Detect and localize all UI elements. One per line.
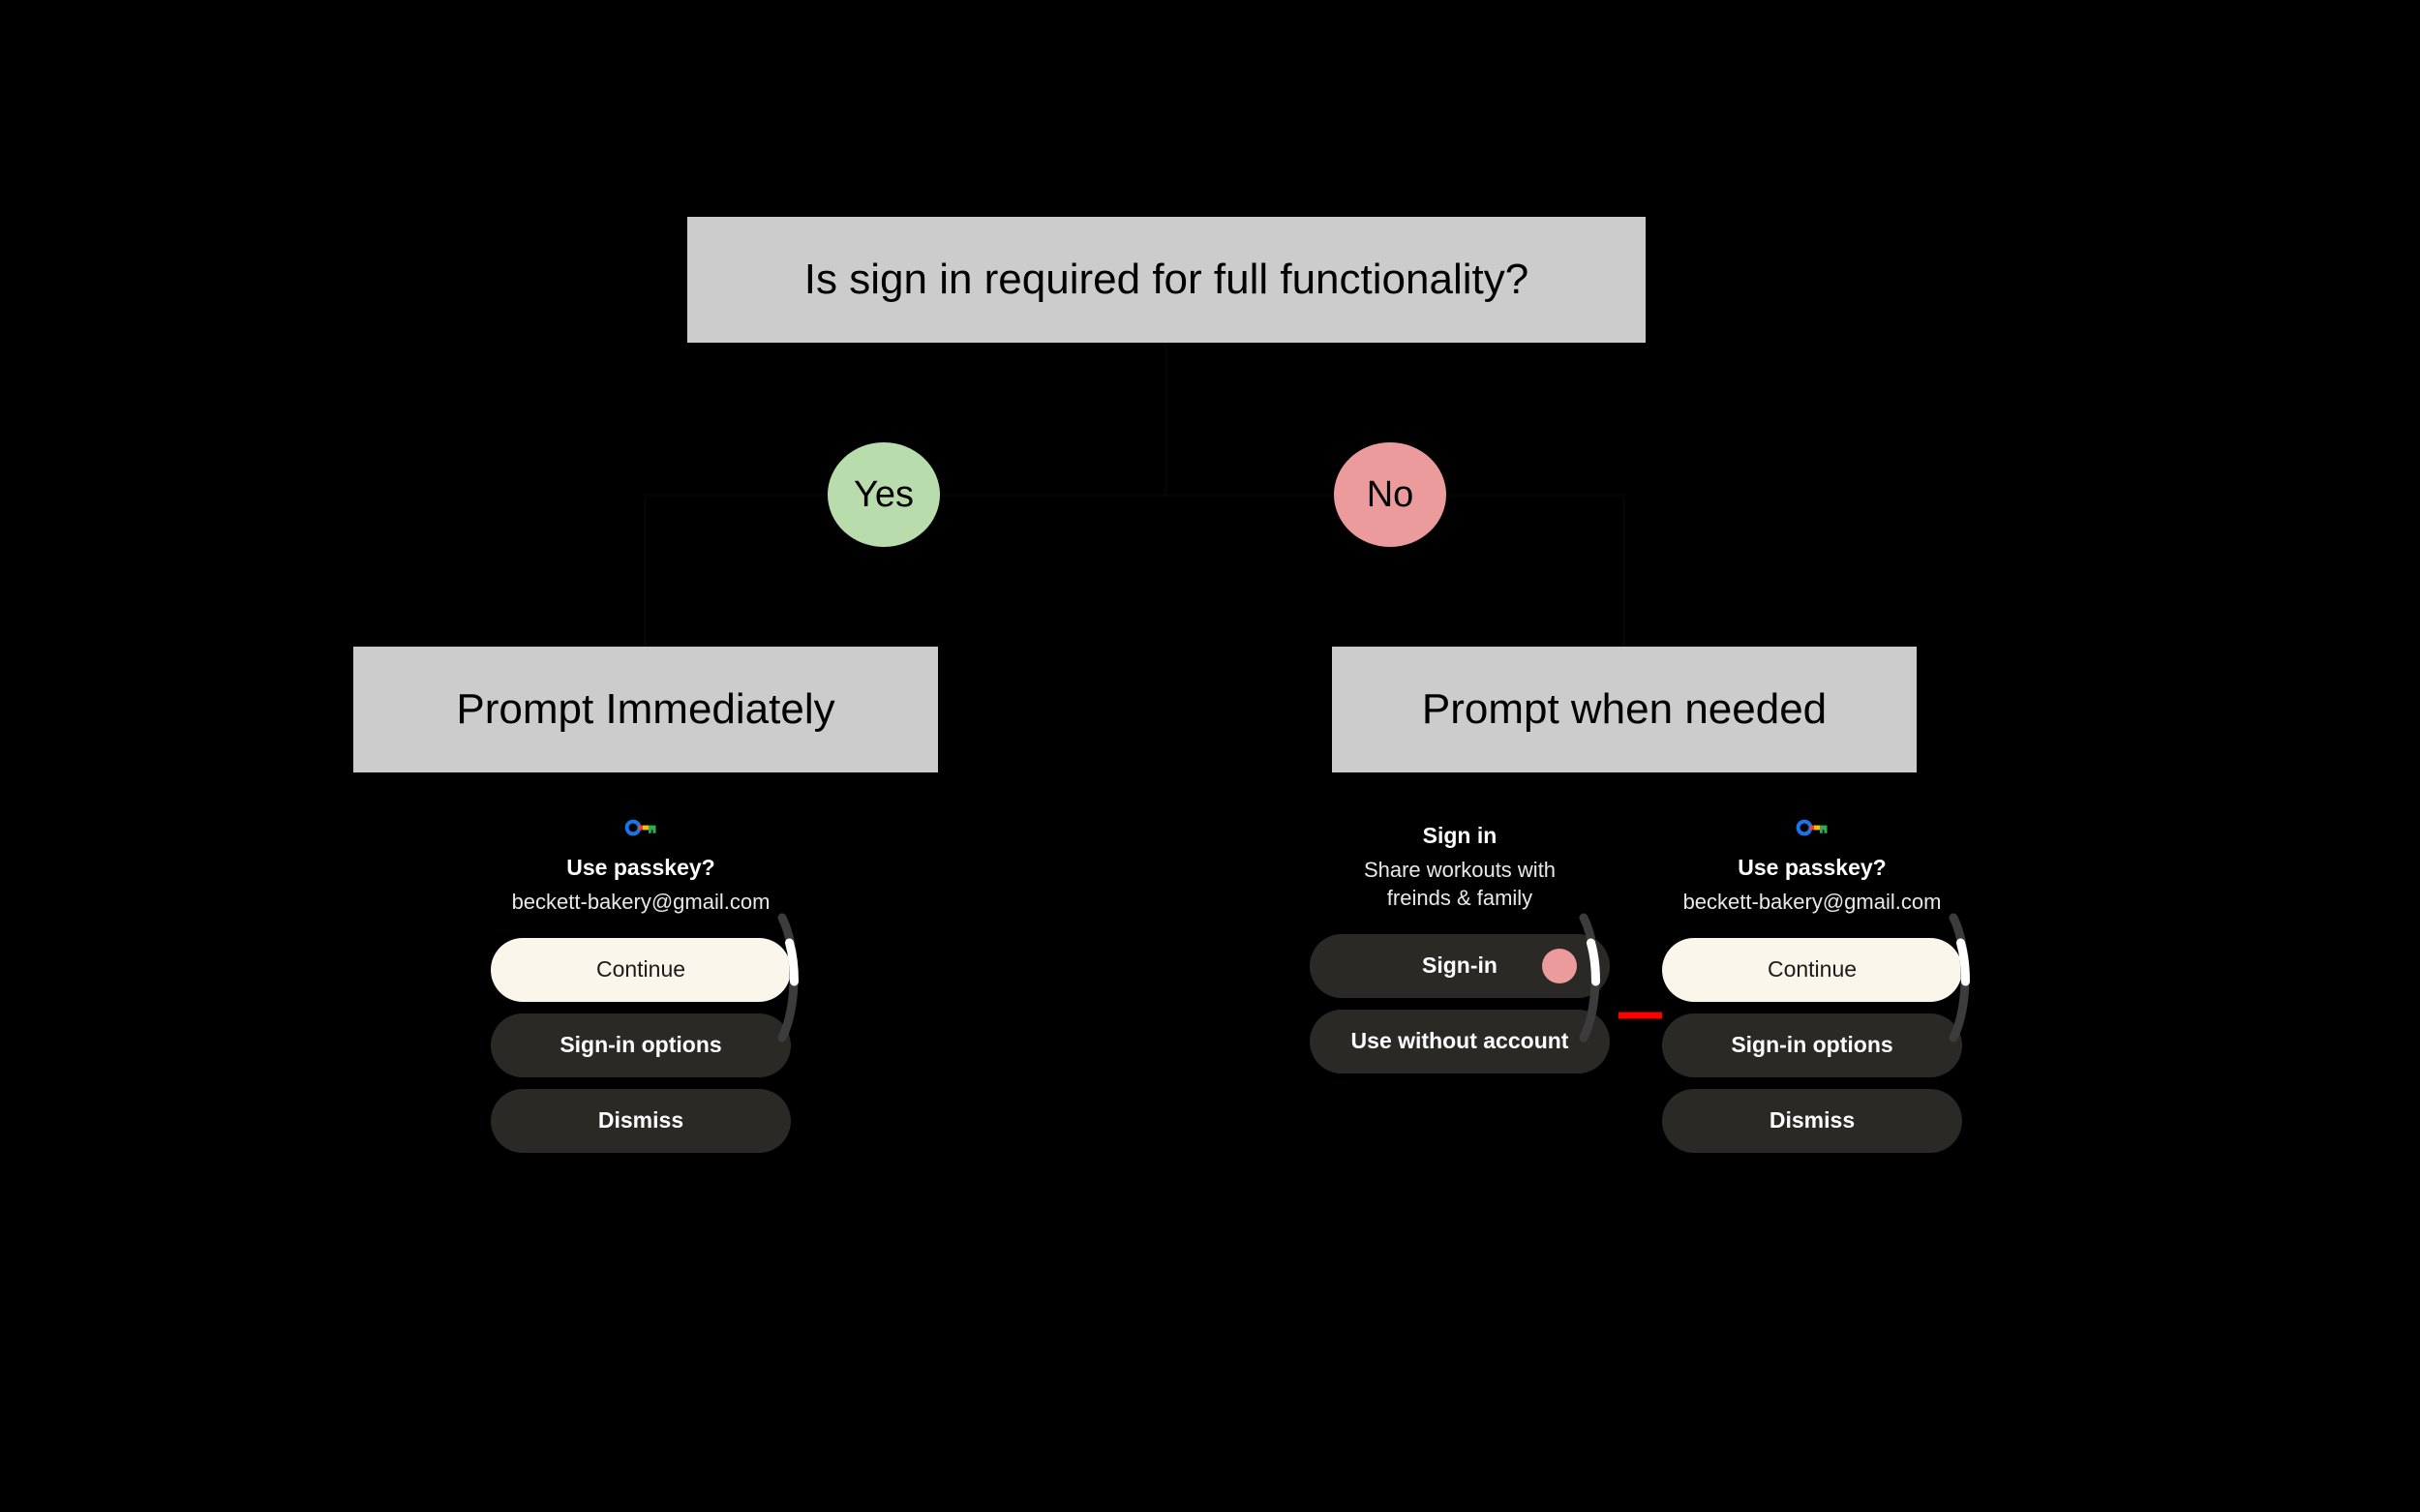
connector-left-down: [644, 494, 647, 649]
branch-node-prompt-immediately: Prompt Immediately: [353, 647, 938, 772]
sign-in-button-label: Sign-in: [1422, 952, 1497, 978]
dismiss-button[interactable]: Dismiss: [491, 1089, 791, 1154]
panel-subtitle: Share workouts with freinds & family: [1363, 858, 1557, 911]
panel-title: Use passkey?: [1738, 855, 1887, 880]
watch-panel-left-passkey: Use passkey? beckett-bakery@gmail.com Co…: [491, 818, 791, 1154]
continue-button[interactable]: Continue: [491, 938, 791, 1003]
watch-panel-middle-signin: Sign in Share workouts with freinds & fa…: [1310, 823, 1610, 1074]
panel-subtitle: beckett-bakery@gmail.com: [511, 890, 771, 915]
curved-scrollbar-right[interactable]: [1944, 910, 1982, 1045]
dismiss-button[interactable]: Dismiss: [1662, 1089, 1962, 1154]
sign-in-button[interactable]: Sign-in: [1310, 933, 1610, 998]
account-dot-icon: [1542, 948, 1577, 983]
connector-right-down: [1622, 494, 1625, 649]
curved-scrollbar-left[interactable]: [772, 910, 811, 1045]
edge-label-no: No: [1334, 442, 1446, 547]
connector-decision-to-left: [1165, 341, 1167, 496]
google-passkey-icon: [624, 818, 657, 837]
panel-title: Sign in: [1422, 823, 1497, 848]
panel-subtitle: beckett-bakery@gmail.com: [1682, 890, 1942, 915]
decision-node: Is sign in required for full functionali…: [687, 217, 1646, 343]
watch-panel-right-passkey: Use passkey? beckett-bakery@gmail.com Co…: [1662, 818, 1962, 1154]
panel-title: Use passkey?: [566, 855, 715, 880]
google-passkey-icon: [1796, 818, 1829, 837]
curved-scrollbar-middle[interactable]: [1574, 910, 1613, 1045]
sign-in-options-button[interactable]: Sign-in options: [491, 1013, 791, 1078]
use-without-account-button[interactable]: Use without account: [1310, 1009, 1610, 1074]
sign-in-options-button[interactable]: Sign-in options: [1662, 1013, 1962, 1078]
branch-node-prompt-when-needed: Prompt when needed: [1332, 647, 1917, 772]
continue-button[interactable]: Continue: [1662, 938, 1962, 1003]
edge-label-yes: Yes: [828, 442, 940, 547]
